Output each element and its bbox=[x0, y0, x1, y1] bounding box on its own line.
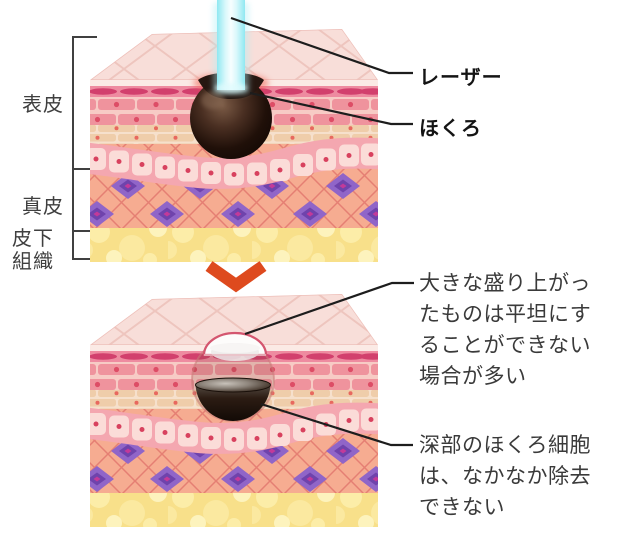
leader-line-mole bbox=[249, 91, 413, 126]
note-deep-cells: 深部のほくろ細胞 は、なかなか除去 できない bbox=[419, 433, 591, 519]
mole-remnant-bowl bbox=[195, 383, 271, 421]
mole-highlight bbox=[201, 91, 225, 109]
treatment-result bbox=[191, 331, 275, 422]
chevron-down-icon bbox=[205, 261, 267, 293]
epidermis-label: 表皮 bbox=[22, 92, 64, 116]
laser-entry-flash bbox=[215, 83, 247, 93]
dermis-label: 真皮 bbox=[22, 194, 64, 218]
laser-label: レーザー bbox=[419, 65, 503, 89]
leader-line-remnant bbox=[260, 402, 413, 447]
note-raised-mole: 大きな盛り上がっ たものは平坦にす ることができない 場合が多い bbox=[419, 271, 592, 388]
leader-line-bump bbox=[244, 281, 414, 336]
mole-with-laser bbox=[190, 0, 272, 159]
laser-beam bbox=[217, 0, 245, 90]
mole-remnant-rim bbox=[195, 377, 271, 393]
mole-label: ほくろ bbox=[419, 116, 482, 140]
dome-inner-sheen bbox=[210, 343, 260, 353]
leader-line-laser bbox=[230, 16, 413, 75]
subcutaneous-tissue-label: 皮下 組織 bbox=[12, 226, 54, 273]
